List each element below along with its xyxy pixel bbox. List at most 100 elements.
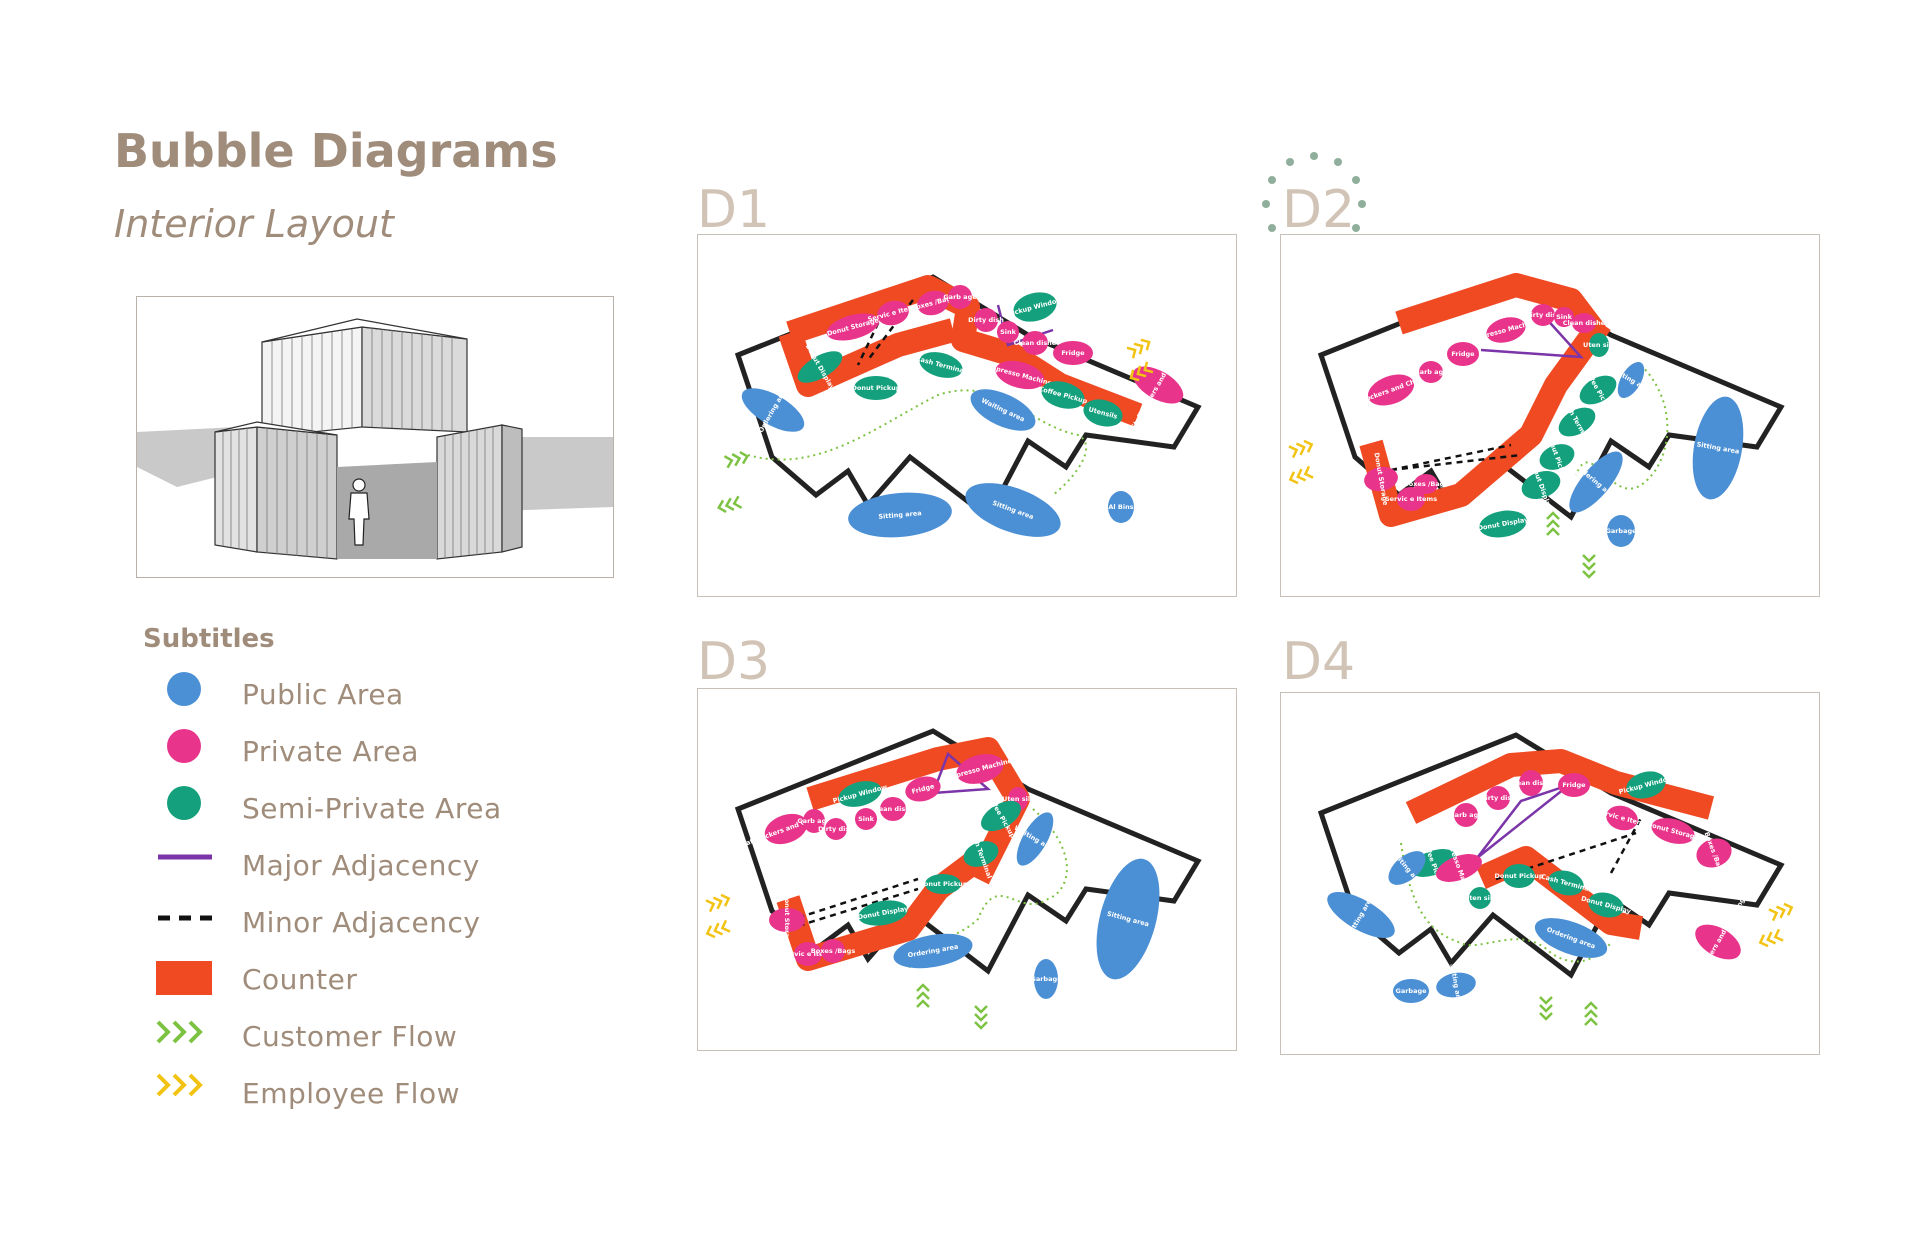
legend-item-employee-flow: Employee Flow	[150, 1065, 502, 1122]
bubble-shape	[1013, 292, 1057, 322]
bubble: Donut Display	[1580, 892, 1633, 918]
bubble: Clean dishe	[1014, 331, 1057, 355]
bubble: Uten sils	[1464, 887, 1496, 909]
bubble: Utensils	[1083, 399, 1123, 427]
bubble: Sink	[1554, 307, 1574, 327]
bubble-label: Boxes /Bags	[1404, 480, 1449, 488]
employee-flow-icon	[1758, 928, 1784, 948]
bubble: Donut Storage	[1646, 818, 1700, 844]
bubble-shape	[1486, 317, 1526, 343]
employee-flow-icon	[705, 893, 731, 913]
legend-title: Subtitles	[143, 624, 275, 654]
bubble: Pickup Window	[832, 781, 888, 807]
bubble-shape	[1589, 333, 1609, 357]
bubble-shape	[1436, 854, 1482, 882]
bubble-shape	[1651, 818, 1695, 844]
container-sketch	[136, 296, 614, 578]
bubble: Garb age	[1449, 803, 1483, 827]
bubble-shape	[1521, 470, 1561, 500]
bubble-shape	[1016, 812, 1054, 866]
bubble-shape	[797, 351, 843, 383]
bubble-label: Donut Storage	[783, 893, 791, 947]
container-sketch-drawing	[137, 318, 613, 577]
bubble: Staff Lockers and Changing	[1689, 896, 1746, 987]
bubble-label: Dirty dish	[818, 825, 854, 833]
panel-label-d1: D1	[697, 180, 771, 240]
bubble: Sink	[855, 808, 877, 830]
bubble-shape	[1548, 870, 1584, 896]
bubble-shape	[970, 389, 1036, 431]
bubble: Donut Pickup	[1495, 864, 1544, 888]
bubble-shape	[1588, 892, 1624, 918]
bubble-shape	[1397, 487, 1425, 511]
bubble-shape	[1695, 924, 1741, 960]
page-title: Bubble Diagrams	[114, 124, 558, 178]
public-area-swatch	[167, 672, 201, 706]
bubble: Pickup Window	[1007, 292, 1063, 322]
bubble-shape	[877, 300, 909, 326]
bubble-shape	[794, 942, 822, 966]
bubble-shape	[956, 754, 1004, 784]
bubble-shape	[1519, 770, 1543, 796]
employee-flow-icon	[1126, 338, 1151, 359]
minor-adjacency-swatch	[158, 915, 212, 921]
bubble-label: Garb age	[797, 817, 831, 825]
bubble: Cash Terminal	[915, 352, 967, 378]
minor-adjacency-line	[1390, 443, 1512, 472]
bubble: Sitting area	[1436, 963, 1476, 1007]
bubble: Garbage	[1605, 515, 1637, 547]
bubble-shape	[1503, 864, 1535, 888]
bubble-label: Garb age	[1449, 811, 1483, 819]
bubble-shape	[1388, 851, 1426, 885]
bubble-shape	[1572, 313, 1596, 333]
bubble-shape	[974, 308, 998, 332]
bubble-label: Sink	[1556, 313, 1573, 321]
bubble: Donut Storage	[769, 893, 805, 947]
bubble-shape	[1606, 805, 1638, 831]
bubble-label: Donut Pickup	[1495, 872, 1544, 880]
bubble-label: Garbage	[1395, 987, 1427, 995]
bubble: Garb age	[797, 809, 831, 833]
bubble: Sitting area	[1327, 891, 1395, 939]
bubble: Clean dishe	[1510, 770, 1553, 796]
employee-flow-icon	[1288, 465, 1314, 485]
bubble-label: Fridge	[1451, 350, 1475, 358]
bubble: Ordering area	[741, 386, 805, 434]
bubble-label: Servic e Items	[1385, 495, 1437, 503]
bubble-shape	[825, 818, 847, 840]
bubble-label: Sink	[1000, 328, 1017, 336]
bubble-label: Fridge	[1061, 349, 1085, 357]
bubble-shape	[1083, 399, 1123, 427]
bubble: Clean dishe	[1563, 313, 1606, 333]
bubble-shape	[858, 900, 908, 926]
employee-flow-icon	[1288, 439, 1314, 459]
private-area-swatch	[167, 729, 201, 763]
legend-label: Private Area	[242, 735, 419, 768]
bubble-shape	[995, 360, 1045, 390]
bubble-shape	[1034, 959, 1058, 999]
customer-flow-icon	[1539, 996, 1553, 1021]
panel-label-d4: D4	[1282, 632, 1356, 692]
bubble-label: Uten sils	[1002, 795, 1034, 803]
legend-label: Semi-Private Area	[242, 792, 502, 825]
bubble: Fridge	[1053, 341, 1093, 365]
major-adjacency-line	[1476, 783, 1570, 859]
bubble-label: Dirty dish	[968, 316, 1004, 324]
bubble: Donut Storage	[826, 313, 880, 341]
bubble-shape	[1469, 887, 1491, 909]
bubble-shape	[1096, 858, 1160, 980]
bubble-shape	[1041, 381, 1085, 409]
bubble-shape	[838, 781, 882, 807]
legend-label: Public Area	[242, 678, 404, 711]
bubble-shape	[1617, 361, 1645, 399]
employee-flow-icon	[156, 1073, 203, 1097]
bubble-shape	[1022, 331, 1048, 355]
bubble-label: Clean dishe	[1563, 319, 1606, 327]
bubble: Servic e Items	[1596, 805, 1648, 831]
minor-adjacency-line	[787, 877, 919, 923]
legend-item-minor-adjacency: Minor Adjacency	[150, 894, 502, 951]
bubble: Al Bins	[1108, 491, 1134, 523]
bubble-label: Boxes /Bags	[811, 947, 856, 955]
bubble-label: Clean dishe	[872, 805, 915, 813]
